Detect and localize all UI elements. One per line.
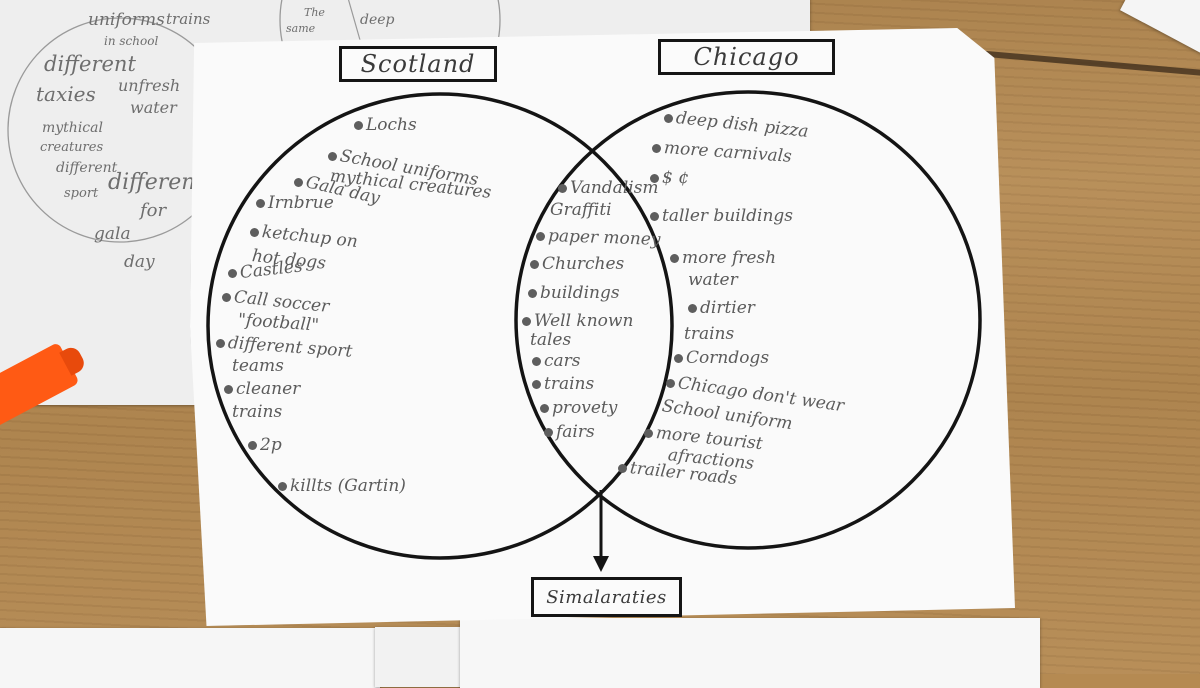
chicago-bullet [652, 144, 661, 153]
circle-chicago [514, 90, 982, 550]
scotland-item: Lochs [366, 115, 417, 135]
chicago-item: water [688, 270, 738, 290]
scotland-bullet [216, 339, 225, 348]
scotland-bullet [248, 441, 257, 450]
similarities-item: Churches [542, 254, 625, 274]
bg-word: taxies [36, 82, 96, 106]
chicago-bullet [688, 304, 697, 313]
similarities-bullet [558, 184, 567, 193]
similarities-bullet [522, 317, 531, 326]
scotland-bullet [278, 482, 287, 491]
venn-diagram [206, 90, 982, 572]
chicago-bullet [666, 379, 675, 388]
scotland-item: teams [232, 356, 284, 376]
chicago-item: more fresh [682, 248, 777, 268]
similarities-item: trains [544, 374, 595, 394]
bg-word: uniforms [88, 10, 165, 30]
chicago-bullet [650, 174, 659, 183]
arrow-head [593, 556, 609, 572]
similarities-bullet [532, 357, 541, 366]
similarities-item: paper money [547, 226, 661, 250]
bg-word: same [286, 22, 316, 35]
chicago-item: $ ¢ [662, 168, 690, 188]
similarities-bullet [544, 428, 553, 437]
similarities-item: cars [544, 351, 581, 371]
title-chicago: Chicago [658, 39, 835, 75]
chicago-bullet [650, 212, 659, 221]
similarities-item: Graffiti [550, 200, 612, 220]
title-scotland: Scotland [339, 46, 497, 82]
chicago-item: trains [684, 324, 735, 344]
chicago-item: Corndogs [686, 348, 770, 368]
bg-word: mythical [42, 120, 103, 136]
bg-word: trains [166, 10, 211, 28]
bg-word: unfresh [118, 76, 181, 95]
similarities-bullet [530, 260, 539, 269]
bg-word: deep [360, 12, 395, 28]
similarities-item: buildings [540, 283, 620, 303]
scotland-bullet [354, 121, 363, 130]
scotland-bullet [256, 199, 265, 208]
bg-word: in school [104, 34, 159, 48]
scotland-bullet [228, 269, 237, 278]
chicago-bullet [674, 354, 683, 363]
bg-word: The [304, 6, 325, 19]
chicago-bullet [618, 464, 627, 473]
similarities-item: Vandalism [570, 178, 659, 198]
scotland-item: 2p [260, 435, 282, 455]
chicago-bullet [644, 429, 653, 438]
chicago-item: taller buildings [662, 206, 794, 226]
bg-word: different [108, 170, 205, 195]
scotland-bullet [250, 228, 259, 237]
scotland-item: cleaner [236, 379, 301, 399]
bg-word: for [140, 200, 167, 221]
bg-word: gala [94, 224, 131, 244]
chicago-item: dirtier [700, 298, 755, 318]
bg-word: day [124, 252, 155, 272]
chicago-bullet [664, 114, 673, 123]
similarities-bullet [536, 232, 545, 241]
bg-word: sport [64, 186, 99, 201]
similarities-bullet [532, 380, 541, 389]
bg-word: different [44, 52, 136, 76]
chicago-bullet [670, 254, 679, 263]
scotland-bullet [294, 178, 303, 187]
similarities-bullet [540, 404, 549, 413]
bg-word: water [130, 98, 177, 117]
similarities-item: provety [552, 398, 618, 418]
circle-scotland [206, 92, 674, 560]
bg-word: creatures [40, 140, 104, 155]
scotland-bullet [222, 293, 231, 302]
similarities-item: fairs [556, 422, 595, 442]
similarities-bullet [528, 289, 537, 298]
similarities-item: tales [530, 330, 572, 350]
title-similarities: Simalaraties [531, 577, 682, 617]
scotland-item: trains [232, 402, 283, 422]
scotland-bullet [328, 152, 337, 161]
scotland-item: killts (Gartin) [290, 476, 406, 496]
scotland-bullet [224, 385, 233, 394]
bg-word: different [56, 160, 118, 176]
scotland-item: Irnbrue [268, 193, 334, 213]
similarities-item: Well known [534, 311, 634, 331]
